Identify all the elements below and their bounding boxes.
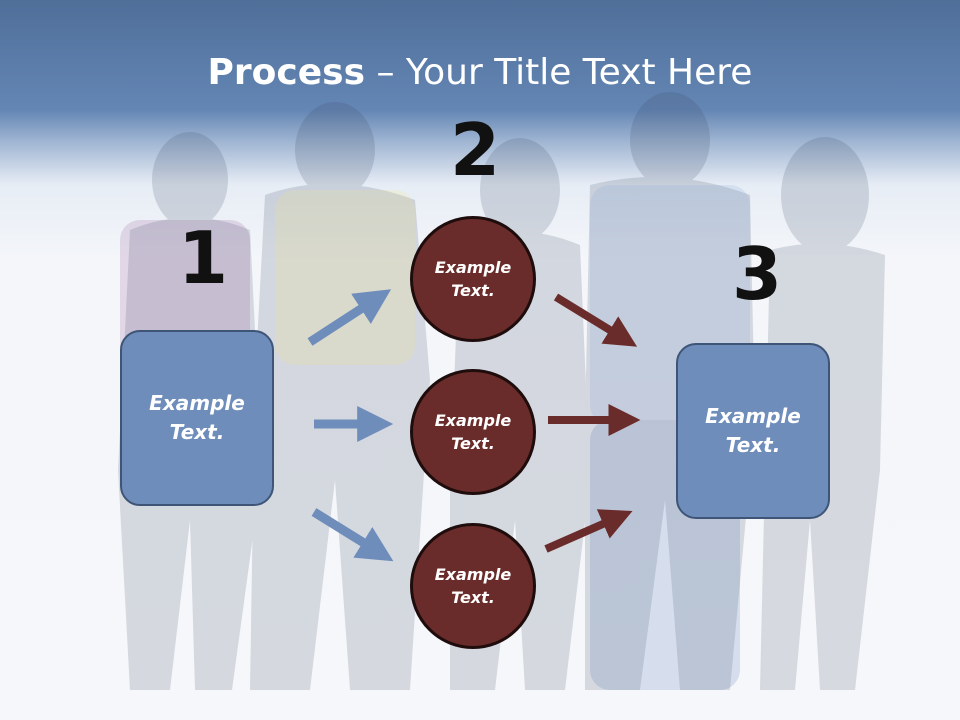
step-2-circle-3-text: Example Text. [434,565,512,607]
step-3-text: Example Text. [705,404,801,457]
slide-title: Process – Your Title Text Here [0,52,960,93]
step-3-box: Example Text. [676,343,830,519]
step-3-number: 3 [732,232,783,316]
step-1-box: Example Text. [120,330,274,506]
title-bold: Process [207,52,366,93]
title-rest: – Your Title Text Here [365,52,753,93]
step-2-number: 2 [450,108,501,192]
step-2-circle-2: Example Text. [410,369,536,495]
step-1-number: 1 [178,216,229,300]
step-2-circle-1: Example Text. [410,216,536,342]
step-2-circle-2-text: Example Text. [434,411,512,453]
step-2-circle-3: Example Text. [410,523,536,649]
step-2-circle-1-text: Example Text. [434,258,512,300]
step-1-text: Example Text. [149,391,245,444]
